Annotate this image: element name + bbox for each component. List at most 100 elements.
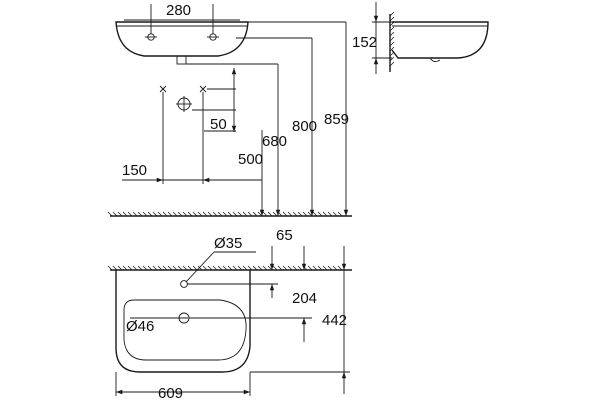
side-wall-hatch-line <box>389 56 395 62</box>
floor-hatch-line <box>197 211 203 217</box>
basin-side-outline <box>391 21 489 59</box>
floor-hatch-line <box>317 211 323 217</box>
dim-waste-dia: Ø46 <box>126 318 154 335</box>
side-view: 152 <box>352 2 489 74</box>
dim-height-680: 680 <box>262 133 287 150</box>
wall-hatch-line <box>307 265 313 271</box>
floor-hatch-line <box>117 211 123 217</box>
wall-hatch-line <box>232 265 238 271</box>
floor-hatch-line <box>162 211 168 217</box>
wall-hatch-line <box>262 265 268 271</box>
floor-hatch-line <box>327 211 333 217</box>
floor-hatch-line <box>207 211 213 217</box>
basin-plan-outer <box>115 270 251 373</box>
wall-hatch-line <box>157 265 163 271</box>
basin-front-outline <box>115 21 249 57</box>
wall-hatch-line <box>182 265 188 271</box>
floor-hatch-line <box>232 211 238 217</box>
wall-hatch-line <box>177 265 183 271</box>
floor-hatch-line <box>257 211 263 217</box>
floor-line <box>107 211 352 217</box>
wall-hatch-line <box>257 265 263 271</box>
floor-hatch-line <box>112 211 118 217</box>
floor-hatch-line <box>142 211 148 217</box>
floor-hatch-line <box>332 211 338 217</box>
floor-hatch-line <box>302 211 308 217</box>
floor-hatch-line <box>132 211 138 217</box>
front-elevation: 280 <box>115 2 346 65</box>
wall-hatch-line <box>252 265 258 271</box>
wall-hatch-line <box>117 265 123 271</box>
wall-hatch-line <box>132 265 138 271</box>
wall-hatch-line <box>107 265 113 271</box>
floor-hatch-line <box>322 211 328 217</box>
dim-tap-hole-depth: 204 <box>292 290 317 307</box>
floor-hatch-line <box>167 211 173 217</box>
wall-hatch-line <box>122 265 128 271</box>
side-wall-hatch-line <box>389 11 395 17</box>
wall-hatch-line <box>312 265 318 271</box>
dim-height-800: 800 <box>292 118 317 135</box>
side-wall-hatch-line <box>389 16 395 22</box>
wall-hatch-line <box>217 265 223 271</box>
floor-hatch-line <box>267 211 273 217</box>
floor-hatch-line <box>237 211 243 217</box>
floor-hatch-line <box>252 211 258 217</box>
floor-hatch-line <box>287 211 293 217</box>
dim-waste-offset: 50 <box>210 116 227 133</box>
wall-hatch-line <box>237 265 243 271</box>
wall-hatch-line <box>197 265 203 271</box>
floor-hatch-line <box>247 211 253 217</box>
side-wall-hatch-line <box>389 36 395 42</box>
floor-hatch-line <box>192 211 198 217</box>
wall-hatch-line <box>222 265 228 271</box>
dim-tap-hole-dia: Ø35 <box>214 235 242 252</box>
waste-outlet-side <box>429 57 441 63</box>
floor-hatch-line <box>127 211 133 217</box>
wall-hatch-line <box>127 265 133 271</box>
floor-hatch-line <box>137 211 143 217</box>
floor-hatch-line <box>312 211 318 217</box>
supply-points: 50 150 <box>122 68 262 184</box>
side-wall-hatch-line <box>389 61 395 67</box>
dim-basin-width: 609 <box>158 385 183 400</box>
wall-hatch-line <box>142 265 148 271</box>
dim-height-859: 859 <box>324 111 349 128</box>
dim-supply-spacing: 150 <box>122 162 147 179</box>
wall-hatch-line <box>322 265 328 271</box>
wall-hatch-line <box>337 265 343 271</box>
floor-hatch-line <box>202 211 208 217</box>
wall-hatch-line <box>282 265 288 271</box>
dim-tap-spacing: 280 <box>166 2 191 19</box>
wall-hatch-line <box>172 265 178 271</box>
floor-hatch-line <box>122 211 128 217</box>
floor-hatch-line <box>212 211 218 217</box>
wall-hatch-line <box>112 265 118 271</box>
dim-basin-depth: 442 <box>322 312 347 329</box>
dim-depth-side: 152 <box>352 34 377 51</box>
floor-hatch-line <box>177 211 183 217</box>
side-wall-hatch-line <box>389 41 395 47</box>
floor-hatch-line <box>337 211 343 217</box>
floor-hatch-line <box>157 211 163 217</box>
dim-supply-height: 500 <box>238 151 263 168</box>
basin-plan-inner <box>123 299 247 361</box>
wall-hatch-line <box>202 265 208 271</box>
dim-tap-hole-offset: 65 <box>276 227 293 244</box>
wall-hatch-line <box>327 265 333 271</box>
wall-hatch-line <box>192 265 198 271</box>
floor-hatch-line <box>182 211 188 217</box>
floor-hatch-line <box>172 211 178 217</box>
floor-hatch-line <box>297 211 303 217</box>
wall-hatch-line <box>227 265 233 271</box>
floor-hatch-line <box>292 211 298 217</box>
wall-hatch-line <box>247 265 253 271</box>
wall-hatch-line <box>287 265 293 271</box>
floor-hatch-line <box>242 211 248 217</box>
wall-hatch-line <box>242 265 248 271</box>
floor-hatch-line <box>152 211 158 217</box>
floor-hatch-line <box>307 211 313 217</box>
wall-hatch-line <box>332 265 338 271</box>
wall-hatch-line <box>317 265 323 271</box>
floor-hatch-line <box>222 211 228 217</box>
